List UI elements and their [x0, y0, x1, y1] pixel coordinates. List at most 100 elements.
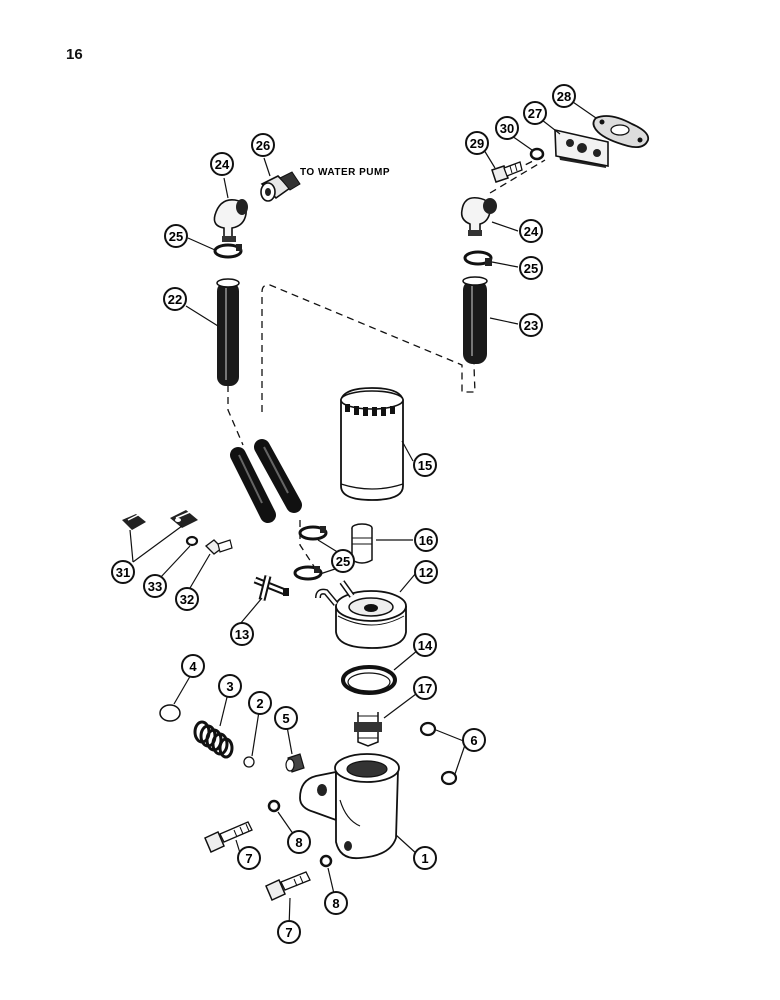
- callout-22: 22: [163, 287, 187, 311]
- callout-circle: [277, 920, 301, 944]
- callout-number: 31: [116, 565, 130, 580]
- callout-circle: [230, 622, 254, 646]
- callout-13: 13: [230, 622, 254, 646]
- callout-24a: 24: [210, 152, 234, 176]
- callout-number: 7: [245, 851, 252, 866]
- seal-ring-14: [341, 665, 397, 695]
- callout-number: 1: [421, 851, 428, 866]
- callout-number: 32: [180, 592, 194, 607]
- callout-8b: 8: [324, 891, 348, 915]
- callout-circle: [413, 453, 437, 477]
- bolt-29: [491, 161, 523, 183]
- callout-number: 30: [500, 121, 514, 136]
- callout-circle: [462, 728, 486, 752]
- callout-circle: [324, 891, 348, 915]
- callout-number: 26: [256, 138, 270, 153]
- callout-circle: [143, 574, 167, 598]
- callout-5: 5: [274, 706, 298, 730]
- callout-15: 15: [413, 453, 437, 477]
- nipple-17: [354, 712, 382, 747]
- callout-number: 3: [226, 679, 233, 694]
- callout-7a: 7: [237, 846, 261, 870]
- callout-number: 16: [419, 533, 433, 548]
- lock-washers-8: [267, 799, 333, 868]
- callout-circle: [164, 224, 188, 248]
- elbow-fitting-24-left: [213, 198, 248, 242]
- callout-circle: [495, 116, 519, 140]
- callout-circle: [111, 560, 135, 584]
- callout-4: 4: [181, 654, 205, 678]
- callout-25c: 25: [331, 549, 355, 573]
- callout-28: 28: [552, 84, 576, 108]
- lock-washer-30: [529, 147, 545, 161]
- hose-routing-lines: [227, 154, 546, 569]
- hose-clamp-25-right: [463, 250, 493, 266]
- callout-circle: [413, 676, 437, 700]
- callout-circle: [331, 549, 355, 573]
- page-number: 16: [66, 46, 83, 63]
- callout-circle: [519, 256, 543, 280]
- callout-33: 33: [143, 574, 167, 598]
- callout-30: 30: [495, 116, 519, 140]
- callout-31: 31: [111, 560, 135, 584]
- water-pump-note: TO WATER PUMP: [300, 167, 390, 178]
- callout-29: 29: [465, 131, 489, 155]
- callout-1: 1: [413, 846, 437, 870]
- callout-number: 24: [215, 157, 230, 172]
- callout-number: 5: [282, 711, 289, 726]
- callout-25a: 25: [164, 224, 188, 248]
- plate-27: [554, 128, 609, 168]
- o-rings-6: [419, 721, 458, 786]
- callout-number: 13: [235, 627, 249, 642]
- callout-7b: 7: [277, 920, 301, 944]
- spring-3: [193, 720, 234, 759]
- hose-clamp-25-left: [213, 243, 243, 259]
- callout-3: 3: [218, 674, 242, 698]
- callout-number: 28: [557, 89, 571, 104]
- callout-number: 24: [524, 224, 539, 239]
- callout-number: 14: [418, 638, 433, 653]
- callout-circle: [552, 84, 576, 108]
- callout-number: 25: [336, 554, 350, 569]
- oil-filter-15: [340, 387, 404, 501]
- bracket-31: [122, 510, 198, 530]
- hose-22: [216, 278, 240, 386]
- callout-number: 12: [419, 565, 433, 580]
- callout-number: 29: [470, 136, 484, 151]
- oil-cooler-12: [315, 580, 407, 649]
- callout-2: 2: [248, 691, 272, 715]
- tee-fitting-13: [253, 575, 289, 601]
- ball-2: [243, 756, 255, 768]
- callout-26: 26: [251, 133, 275, 157]
- callout-circle: [237, 846, 261, 870]
- callout-6: 6: [462, 728, 486, 752]
- callout-circle: [163, 287, 187, 311]
- callout-circle: [175, 587, 199, 611]
- callout-circle: [465, 131, 489, 155]
- callout-25b: 25: [519, 256, 543, 280]
- leader-lines: [129, 99, 597, 929]
- callout-number: 27: [528, 106, 542, 121]
- callout-27: 27: [523, 101, 547, 125]
- callout-circle: [413, 633, 437, 657]
- callout-circle: [251, 133, 275, 157]
- callout-number: 8: [332, 896, 339, 911]
- hose-pair: [230, 439, 302, 523]
- callout-number: 8: [295, 835, 302, 850]
- washer-33: [185, 535, 199, 547]
- callout-circle: [413, 846, 437, 870]
- callout-circle: [287, 830, 311, 854]
- plug-4: [159, 704, 181, 722]
- fitting-26: [260, 171, 301, 202]
- callout-circle: [274, 706, 298, 730]
- callout-circle: [519, 219, 543, 243]
- callout-circle: [248, 691, 272, 715]
- callout-circle: [210, 152, 234, 176]
- callout-32: 32: [175, 587, 199, 611]
- filter-housing-1: [299, 753, 400, 860]
- callout-number: 7: [285, 925, 292, 940]
- hose-23: [462, 276, 488, 364]
- callout-14: 14: [413, 633, 437, 657]
- callout-24b: 24: [519, 219, 543, 243]
